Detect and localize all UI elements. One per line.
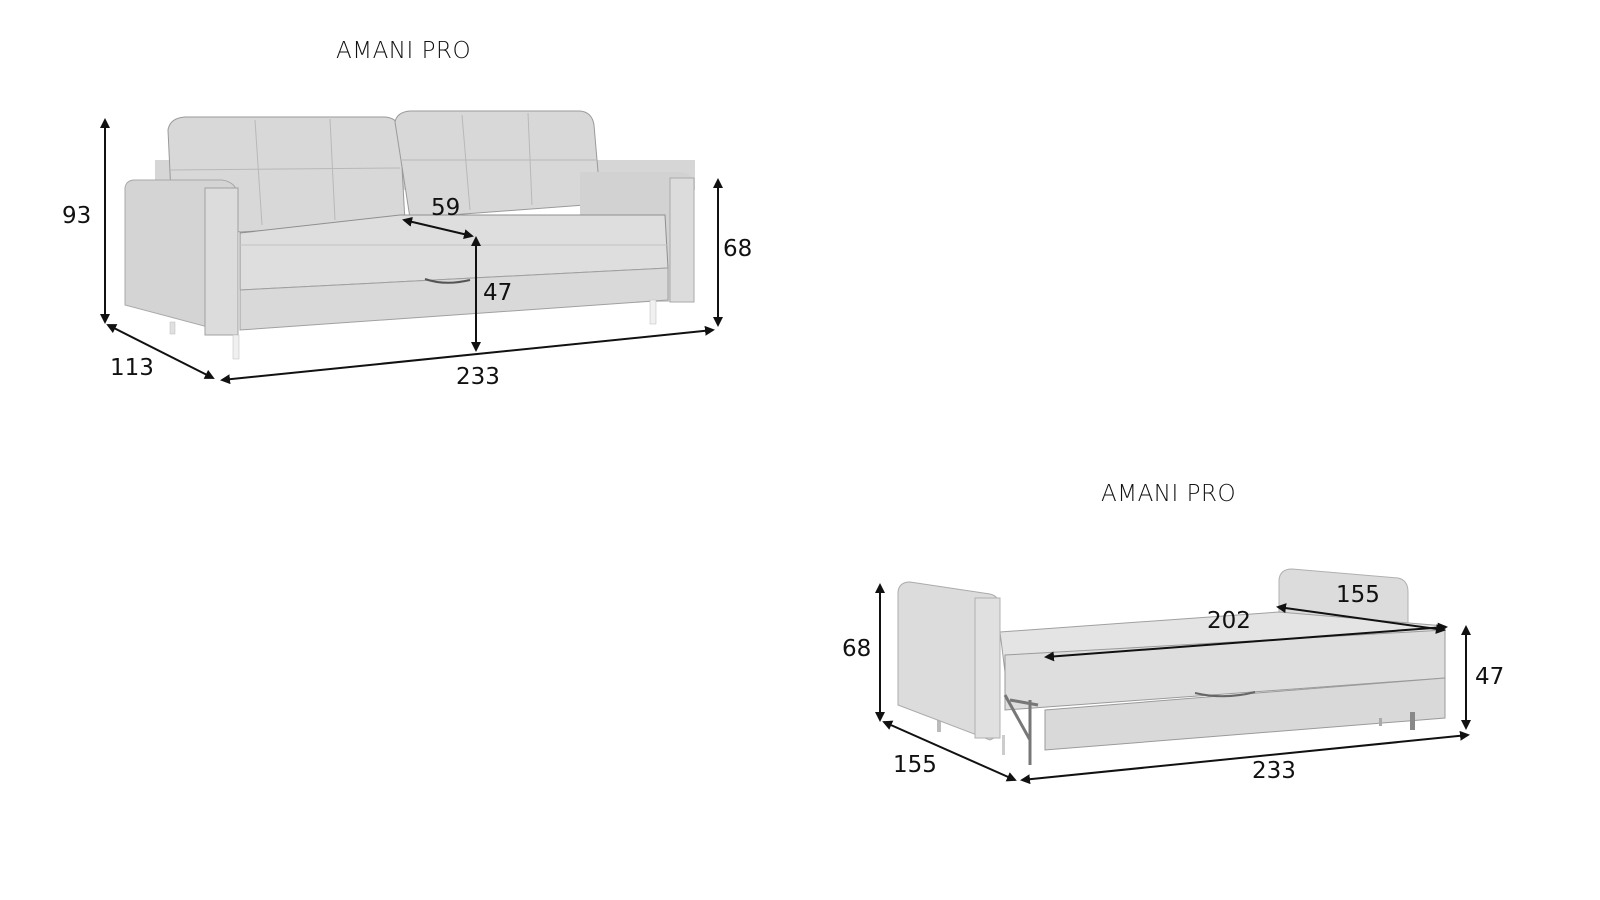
dim-sleeping-length: 202 <box>1207 608 1251 634</box>
dim-depth: 113 <box>110 355 154 381</box>
dim-height-total: 93 <box>62 203 92 229</box>
dim-width: 233 <box>456 364 500 390</box>
dim-bed-height: 47 <box>1475 664 1505 690</box>
dim-depth-unfolded: 155 <box>893 752 937 778</box>
diagram-title-unfolded: AMANI PRO <box>1101 481 1237 507</box>
diagram-title-folded: AMANI PRO <box>336 38 472 64</box>
dim-width-unfolded: 233 <box>1252 758 1296 784</box>
dim-sleeping-width: 155 <box>1336 582 1380 608</box>
dim-seat-height: 47 <box>483 280 513 306</box>
dim-armrest-height-unfolded: 68 <box>842 636 872 662</box>
sofa-folded-dimension-lines <box>100 118 723 385</box>
sofa-unfolded-dimension-lines <box>875 583 1471 785</box>
dim-seat-depth: 59 <box>431 195 461 221</box>
dim-armrest-height: 68 <box>723 236 753 262</box>
sofa-folded-drawing <box>124 110 695 360</box>
